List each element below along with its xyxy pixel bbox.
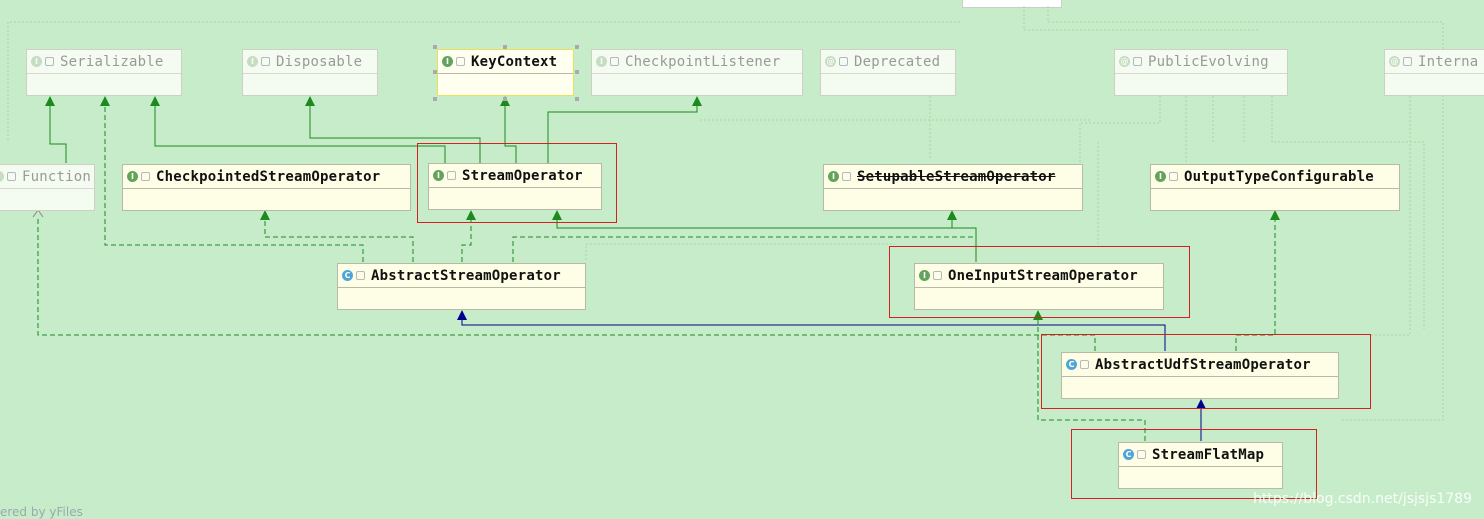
node-abstractstream[interactable]: C AbstractStreamOperator [337, 263, 586, 310]
highlight-oneinput [889, 246, 1190, 318]
node-disposable[interactable]: I Disposable [242, 49, 378, 96]
selection-handle[interactable] [433, 70, 437, 74]
node-keycontext[interactable]: I KeyContext [437, 49, 574, 96]
node-label: Deprecated [854, 53, 941, 70]
lock-icon [7, 172, 16, 181]
interface-icon: I [433, 170, 444, 181]
node-label: AbstractUdfStreamOperator [1095, 356, 1311, 373]
highlight-streamoperator [417, 143, 617, 223]
lock-icon [842, 172, 851, 181]
node-label: CheckpointListener [625, 53, 781, 70]
lock-icon [839, 57, 848, 66]
lock-icon [610, 57, 619, 66]
selection-handle[interactable] [503, 45, 507, 49]
lock-icon [356, 271, 365, 280]
node-label: StreamFlatMap [1152, 446, 1265, 463]
lock-icon [45, 57, 54, 66]
node-serializable[interactable]: I Serializable [26, 49, 182, 96]
node-outputtype[interactable]: I OutputTypeConfigurable [1150, 164, 1400, 211]
interface-icon: I [127, 171, 138, 182]
node-publicevolving[interactable]: @ PublicEvolving [1114, 49, 1288, 96]
node-setupable[interactable]: I SetupableStreamOperator [823, 164, 1083, 211]
node-oneinput[interactable]: I OneInputStreamOperator [914, 263, 1164, 310]
node-label: OneInputStreamOperator [948, 267, 1138, 284]
node-label: Serializable [60, 53, 164, 70]
interface-icon: I [442, 56, 453, 67]
interface-icon: I [247, 56, 258, 67]
node-internal[interactable]: @ Interna [1384, 49, 1484, 96]
node-label: PublicEvolving [1148, 53, 1269, 70]
lock-icon [1169, 172, 1178, 181]
interface-edges [49, 104, 977, 262]
class-arrowheads [457, 310, 1206, 409]
interface-icon: I [919, 270, 930, 281]
node-streamoperator[interactable]: I StreamOperator [428, 163, 602, 210]
node-deprecated[interactable]: @ Deprecated [820, 49, 956, 96]
interface-icon: I [1155, 171, 1166, 182]
watermark: https://blog.csdn.net/jsjsjs1789 [1253, 491, 1472, 507]
node-label: Disposable [276, 53, 363, 70]
selection-handle[interactable] [503, 97, 507, 101]
function-open-arrow [32, 209, 44, 218]
interface-icon: I [0, 171, 4, 182]
lock-icon [1133, 57, 1142, 66]
lock-icon [1137, 450, 1146, 459]
class-edges [461, 318, 1202, 441]
lock-icon [1080, 360, 1089, 369]
node-label: OutputTypeConfigurable [1184, 168, 1374, 185]
selection-handle[interactable] [433, 97, 437, 101]
selection-handle[interactable] [575, 97, 579, 101]
node-label: CheckpointedStreamOperator [156, 168, 381, 185]
interface-arrowheads [45, 96, 1280, 320]
class-icon: C [1066, 359, 1077, 370]
node-label: Interna [1418, 53, 1479, 70]
highlight-abstractudf [1041, 334, 1371, 409]
highlight-streamflatmap [1071, 429, 1317, 499]
node-label: AbstractStreamOperator [371, 267, 561, 284]
class-icon: C [342, 270, 353, 281]
node-label: Function [22, 168, 92, 185]
node-checkpointlistener[interactable]: I CheckpointListener [591, 49, 803, 96]
interface-icon: I [596, 56, 607, 67]
lock-icon [933, 271, 942, 280]
annotation-icon: @ [1389, 56, 1400, 67]
annotation-icon: @ [825, 56, 836, 67]
lock-icon [141, 172, 150, 181]
interface-icon: I [31, 56, 42, 67]
selection-handle[interactable] [575, 45, 579, 49]
node-abstractudf[interactable]: C AbstractUdfStreamOperator [1061, 352, 1339, 399]
selection-handle[interactable] [575, 70, 579, 74]
node-label: StreamOperator [462, 167, 583, 184]
interface-icon: I [828, 171, 839, 182]
node-label: SetupableStreamOperator [857, 168, 1056, 185]
lock-icon [261, 57, 270, 66]
implements-edges [37, 104, 1276, 441]
offscreen-parent-node [962, 0, 1062, 8]
node-checkpointed[interactable]: I CheckpointedStreamOperator [122, 164, 411, 211]
yfiles-credit: ered by yFiles [0, 505, 83, 519]
annotation-icon: @ [1119, 56, 1130, 67]
node-label: KeyContext [471, 53, 558, 70]
lock-icon [447, 171, 456, 180]
lock-icon [1403, 57, 1412, 66]
annotation-edges [7, 6, 1444, 421]
lock-icon [456, 57, 465, 66]
node-function[interactable]: I Function [0, 164, 95, 211]
selection-handle[interactable] [433, 45, 437, 49]
node-streamflatmap[interactable]: C StreamFlatMap [1118, 442, 1283, 489]
class-icon: C [1123, 449, 1134, 460]
